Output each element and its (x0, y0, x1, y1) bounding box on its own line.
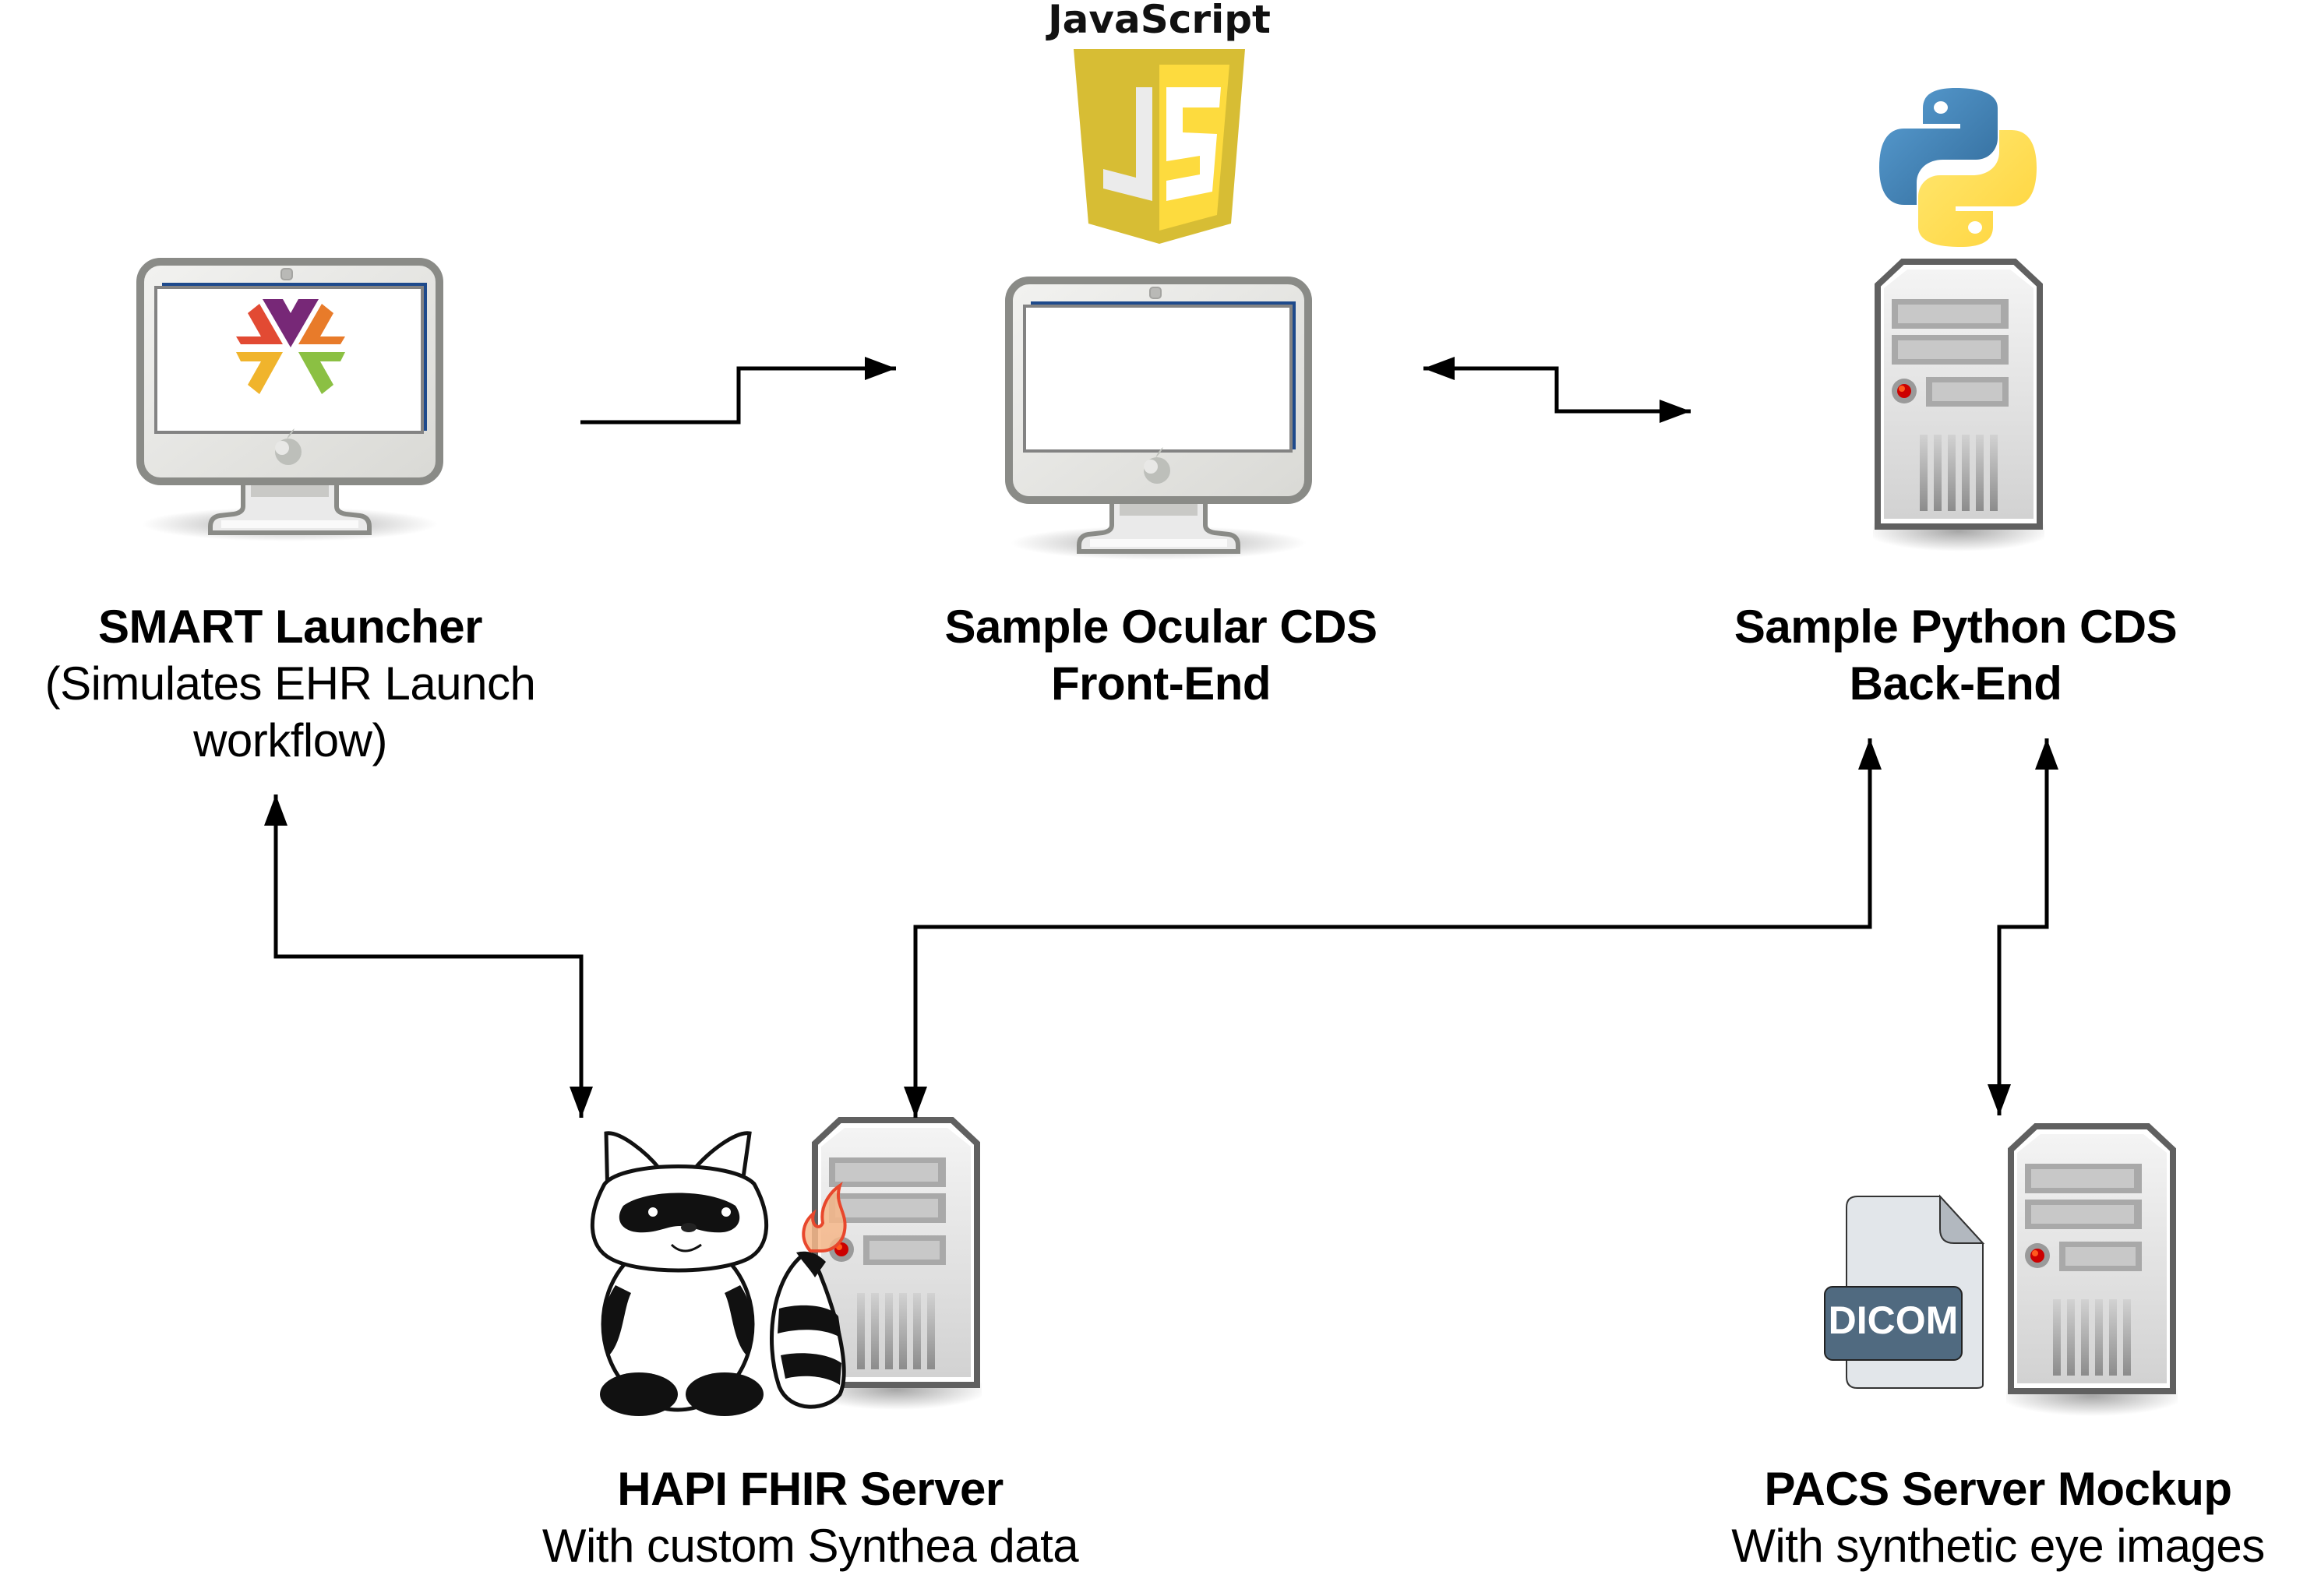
frontend-label: Sample Ocular CDS Front-End (857, 598, 1465, 712)
smart-launcher-label: SMART Launcher (Simulates EHR Launch wor… (0, 598, 580, 770)
backend-title-1: Sample Python CDS (1734, 601, 2178, 653)
edge-backend-pacs (1988, 738, 2058, 1115)
fhir-server-label: HAPI FHIR Server With custom Synthea dat… (452, 1460, 1169, 1574)
raccoon-flame-mascot (590, 1131, 847, 1416)
frontend-title-2: Front-End (1050, 657, 1272, 710)
frontend-title-1: Sample Ocular CDS (944, 601, 1377, 653)
backend-title-2: Back-End (1849, 657, 2062, 710)
frontend-node[interactable] (1009, 280, 1308, 560)
pacs-server-title: PACS Server Mockup (1764, 1463, 2232, 1515)
pacs-server-subtitle: With synthetic eye images (1731, 1520, 2265, 1573)
backend-label: Sample Python CDS Back-End (1652, 598, 2259, 712)
fhir-server-title: HAPI FHIR Server (617, 1463, 1004, 1515)
edge-smart-fhir (264, 794, 593, 1118)
server-tower-icon (1865, 262, 2052, 551)
edge-backend-fhir (904, 738, 1882, 1118)
smart-launcher-node[interactable] (140, 262, 439, 541)
dicom-file-icon (1824, 1194, 1985, 1389)
python-logo (1879, 88, 2037, 247)
pacs-server-node[interactable] (1824, 1126, 2185, 1416)
smart-launcher-title: SMART Launcher (97, 601, 483, 653)
javascript-logo (1074, 49, 1245, 244)
edge-frontend-backend (1423, 357, 1691, 423)
edges (264, 357, 2058, 1118)
dicom-badge-label: DICOM (1828, 1298, 1959, 1342)
server-tower-icon (1998, 1126, 2185, 1416)
edge-smart-to-frontend (580, 357, 896, 425)
smart-launcher-subtitle-2: workflow) (193, 714, 387, 767)
desktop-monitor-icon (1009, 280, 1308, 560)
pacs-server-label: PACS Server Mockup With synthetic eye im… (1675, 1460, 2321, 1574)
dicom-badge (1824, 1286, 1963, 1361)
smart-launcher-subtitle-1: (Simulates EHR Launch (44, 657, 536, 710)
fhir-server-subtitle: With custom Synthea data (541, 1520, 1079, 1573)
desktop-monitor-icon (140, 262, 439, 541)
smart-on-fhir-logo (236, 299, 345, 394)
backend-node[interactable] (1865, 262, 2052, 551)
fhir-server-node[interactable] (590, 1120, 989, 1416)
javascript-label: JavaScript (1048, 0, 1271, 42)
